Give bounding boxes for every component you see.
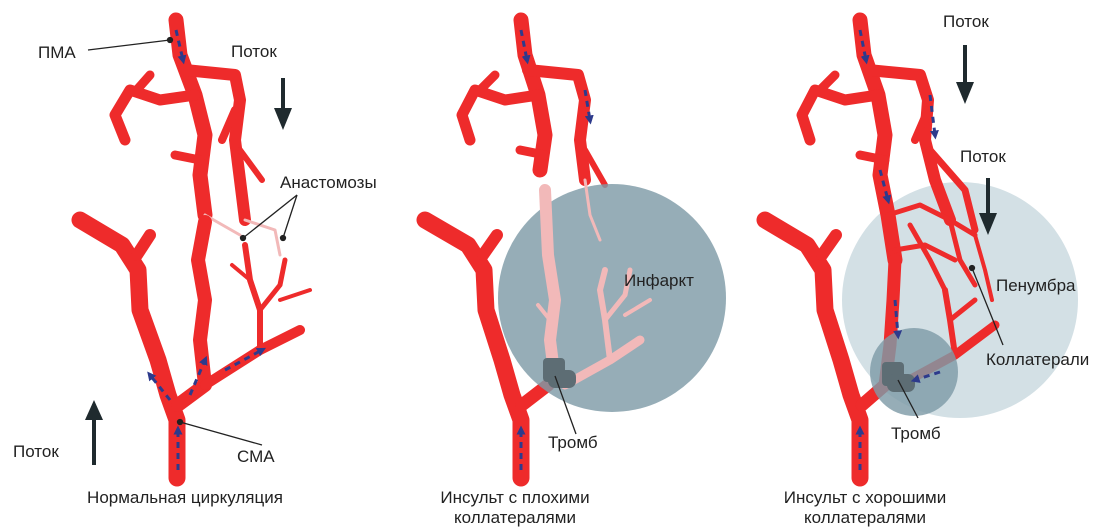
sma-branch bbox=[205, 330, 300, 385]
label-flow-bottom: Поток bbox=[13, 442, 59, 462]
label-flow-mid: Поток bbox=[960, 147, 1006, 167]
vessel-tree-normal bbox=[80, 20, 310, 478]
caption-good-collaterals: Инсульт с хорошими коллатералями bbox=[730, 488, 1000, 528]
aca-branch bbox=[520, 150, 545, 155]
caption-poor-collaterals: Инсульт с плохими коллатералями bbox=[380, 488, 650, 528]
label-infarct: Инфаркт bbox=[624, 271, 694, 291]
pma-trunk bbox=[176, 20, 205, 215]
infarct-zone bbox=[498, 184, 726, 412]
pma-pointer-dot bbox=[168, 38, 173, 43]
caption-line: коллатералями bbox=[380, 508, 650, 528]
flow-arrow-up bbox=[85, 400, 103, 465]
collateral-pointer-dot bbox=[970, 266, 975, 271]
caption-normal: Нормальная циркуляция bbox=[40, 488, 330, 508]
panel-poor-collaterals bbox=[425, 20, 726, 478]
mca-branch bbox=[822, 235, 836, 255]
label-thrombus: Тромб bbox=[891, 424, 941, 444]
label-collaterals: Коллатерали bbox=[986, 350, 1089, 370]
pma-branch bbox=[175, 155, 200, 160]
caption-line: Инсульт с хорошими bbox=[730, 488, 1000, 508]
label-sma: СМА bbox=[237, 447, 275, 467]
sma-branch bbox=[137, 235, 150, 255]
aca-branch bbox=[818, 75, 835, 92]
caption-line: коллатералями bbox=[730, 508, 1000, 528]
label-thrombus: Тромб bbox=[548, 433, 598, 453]
mca-trunk bbox=[765, 220, 860, 478]
flow-arrow-down-top bbox=[956, 45, 974, 104]
anastomosis-pointer-dot bbox=[281, 236, 286, 241]
sma-branch bbox=[260, 260, 285, 310]
caption-line: Инсульт с плохими bbox=[380, 488, 650, 508]
sma-branch bbox=[178, 222, 205, 405]
pma-branch bbox=[115, 90, 195, 140]
panel-normal-circulation bbox=[80, 20, 310, 478]
label-penumbra: Пенумбра bbox=[996, 276, 1076, 296]
sma-branch bbox=[280, 290, 310, 300]
anastomosis-pointer-dot bbox=[241, 236, 246, 241]
aca-branch bbox=[860, 155, 885, 160]
anastomosis-fine bbox=[245, 220, 280, 255]
aca-branch bbox=[462, 90, 538, 140]
label-pma: ПМА bbox=[38, 43, 76, 63]
flow-arrow-down bbox=[274, 78, 292, 130]
label-flow-top: Поток bbox=[231, 42, 277, 62]
panel-good-collaterals bbox=[765, 20, 1078, 478]
label-flow-top: Поток bbox=[943, 12, 989, 32]
sma-pointer-dot bbox=[178, 420, 183, 425]
caption-line: Нормальная циркуляция bbox=[40, 488, 330, 508]
label-anastomoses: Анастомозы bbox=[280, 173, 377, 193]
aca-branch bbox=[478, 75, 495, 92]
pma-branch bbox=[135, 75, 150, 92]
mca-branch bbox=[483, 235, 497, 255]
aca-branch bbox=[802, 90, 878, 140]
sma-branch bbox=[245, 245, 260, 350]
